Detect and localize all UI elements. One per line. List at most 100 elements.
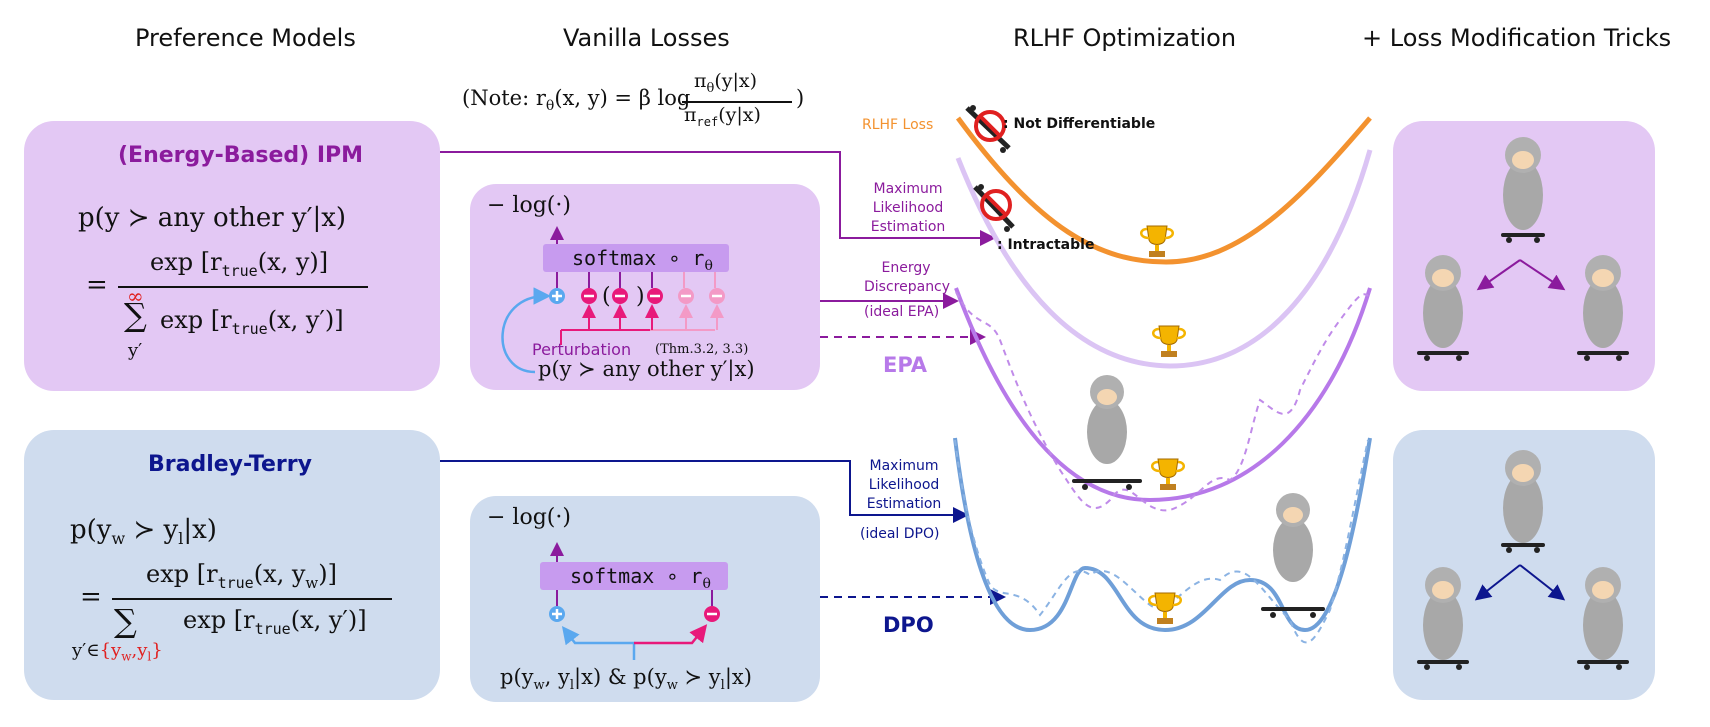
epa-bottom-text: p(y ≻ any other y′|x) (538, 357, 755, 381)
minus-circle-icon-4 (678, 288, 694, 304)
bt-sum: ∑ (114, 602, 137, 640)
dpo-bottom-l2: l (720, 678, 725, 694)
bt-eq: = (80, 582, 102, 612)
minus-circle-icon-2 (612, 288, 628, 304)
trophy-icon (1140, 225, 1174, 257)
ipm-den: exp [rtrue(x, y′)] (160, 306, 344, 338)
header-rlhf-optimization: RLHF Optimization (1013, 24, 1237, 52)
alpaca-skater-icon (1072, 375, 1142, 490)
ipm-frac-line (118, 286, 368, 288)
bt-connector-line (440, 460, 969, 523)
ipm-num: exp [rtrue(x, y)] (150, 248, 328, 280)
header-vanilla-losses: Vanilla Losses (563, 24, 730, 52)
epa-violet-curve (954, 287, 1372, 503)
mle-upper-line-3: Estimation (870, 219, 946, 235)
alpaca-icon-3 (1577, 255, 1629, 361)
minus-circle-icon (581, 288, 597, 304)
dpo-bottom-a: p(y (500, 665, 534, 689)
plus-circle-icon (549, 288, 565, 304)
bt-den-tail: (x, y′)] (290, 606, 367, 634)
epa-perturbation: Perturbation (532, 340, 632, 359)
ipm-title: (Energy-Based) IPM (118, 143, 364, 168)
bt-sum-red-w: w (121, 649, 132, 664)
dpo-blue-curve (953, 437, 1372, 633)
dpo-bottom-mid2: |x) & p(y (574, 665, 667, 689)
energy-line-2: Discrepancy (864, 279, 951, 295)
mle-lower-line-1: Maximum (869, 458, 939, 474)
note-args: (x, y) = β log (554, 86, 691, 110)
bt-sum-bottom-a: y′∈ (72, 640, 100, 661)
bt-sum-red-mid: ,y (131, 640, 148, 661)
note-prefix: (Note: r (462, 86, 546, 110)
trophy-icon-2 (1152, 325, 1186, 357)
dpo-plus-circle-icon (549, 606, 565, 622)
bt-prob-a: p(y (70, 515, 112, 545)
ipm-den-tail: (x, y′)] (267, 306, 344, 334)
ipm-num-tail: (x, y)] (257, 248, 329, 276)
epa-inner-box (470, 184, 820, 390)
ipm-den-sub: true (231, 319, 268, 338)
ipm-den-exp: exp [r (160, 306, 232, 334)
bt-den: exp [rtrue(x, y′)] (183, 606, 367, 638)
intractable-label: : Intractable (997, 237, 1095, 253)
energy-discrepancy-label: Energy Discrepancy (864, 259, 951, 297)
dpo-minus-circle-icon (704, 606, 720, 622)
epa-neglog: − log(·) (487, 193, 571, 218)
bt-prob-mid: ≻ y (125, 515, 179, 545)
ipm-eq: = (86, 270, 108, 300)
epa-paren-open: ( (602, 284, 611, 309)
header-loss-tricks: + Loss Modification Tricks (1362, 24, 1672, 52)
energy-line-1: Energy (881, 260, 931, 276)
ipm-sum: ∑ (124, 296, 147, 334)
epa-bottom: p(y ≻ any other y′|x) (538, 357, 755, 381)
note-num-pi: π (694, 70, 707, 92)
epa-softmax-text: softmax ∘ r (572, 246, 705, 270)
note-num-args: (y|x) (714, 70, 758, 92)
epa-violet-dashed (955, 291, 1369, 512)
header-preference-models: Preference Models (135, 24, 356, 52)
note-theta: θ (545, 98, 555, 115)
bt-prob-tail: |x) (183, 515, 217, 545)
bt-den-exp: exp [r (183, 606, 255, 634)
bt-num: exp [rtrue(x, yw)] (146, 560, 337, 592)
ipm-sum-top: ∞ (127, 284, 144, 308)
bt-num-sub: true (217, 573, 254, 592)
alpaca-icon-6 (1577, 567, 1629, 670)
minus-circle-icon-5 (709, 288, 725, 304)
ipm-sum-bottom: y′ (128, 340, 143, 361)
mle-lower-line-2: Likelihood (868, 477, 940, 493)
note-den-args: (y|x) (718, 104, 761, 126)
bt-num-exp: exp [r (146, 560, 218, 588)
note-den-pi: π (684, 104, 697, 126)
rlhf-loss-label: RLHF Loss (862, 117, 934, 133)
ipm-prob: p(y ≻ any other y′|x) (78, 203, 346, 233)
ipm-num-exp: exp [r (150, 248, 222, 276)
bt-prob-l: l (178, 529, 184, 549)
mle-lower-line-3: Estimation (866, 496, 942, 512)
bt-sum-red-l: l (147, 649, 152, 664)
bt-title: Bradley-Terry (148, 452, 312, 477)
ideal-dpo-label: (ideal DPO) (860, 526, 940, 542)
alpaca-icon-2 (1417, 255, 1469, 361)
ipm-prob-text: p(y ≻ any other y′|x) (78, 203, 347, 233)
dpo-softmax-block (540, 562, 728, 590)
bt-prob: p(yw ≻ yl|x) (70, 515, 217, 548)
epa-softmax-label: softmax ∘ rθ (572, 246, 713, 274)
rlhf-lavender-curve (955, 149, 1373, 369)
mle-upper-line-1: Maximum (873, 181, 943, 197)
alpaca-icon-5 (1417, 567, 1469, 670)
dpo-bottom-l: l (569, 678, 575, 694)
trophy-icon-4 (1148, 592, 1182, 624)
bt-sum-red-a: {y (99, 640, 122, 661)
note-formula: (Note: rθ(x, y) = β log πθ(y|x) πref(y|x… (462, 70, 805, 129)
no-skateboard-icon (965, 105, 1011, 153)
dpo-bottom-w: w (533, 678, 545, 694)
not-differentiable-label: : Not Differentiable (1003, 116, 1156, 132)
mle-lower-label: Maximum Likelihood Estimation (862, 457, 946, 514)
epa-paren-close: ) (636, 284, 645, 309)
dpo-bottom-mid: , y (544, 665, 570, 689)
bt-num-tail: (x, y (253, 560, 306, 588)
bt-den-sub: true (254, 619, 291, 638)
dpo-label: DPO (883, 613, 934, 637)
